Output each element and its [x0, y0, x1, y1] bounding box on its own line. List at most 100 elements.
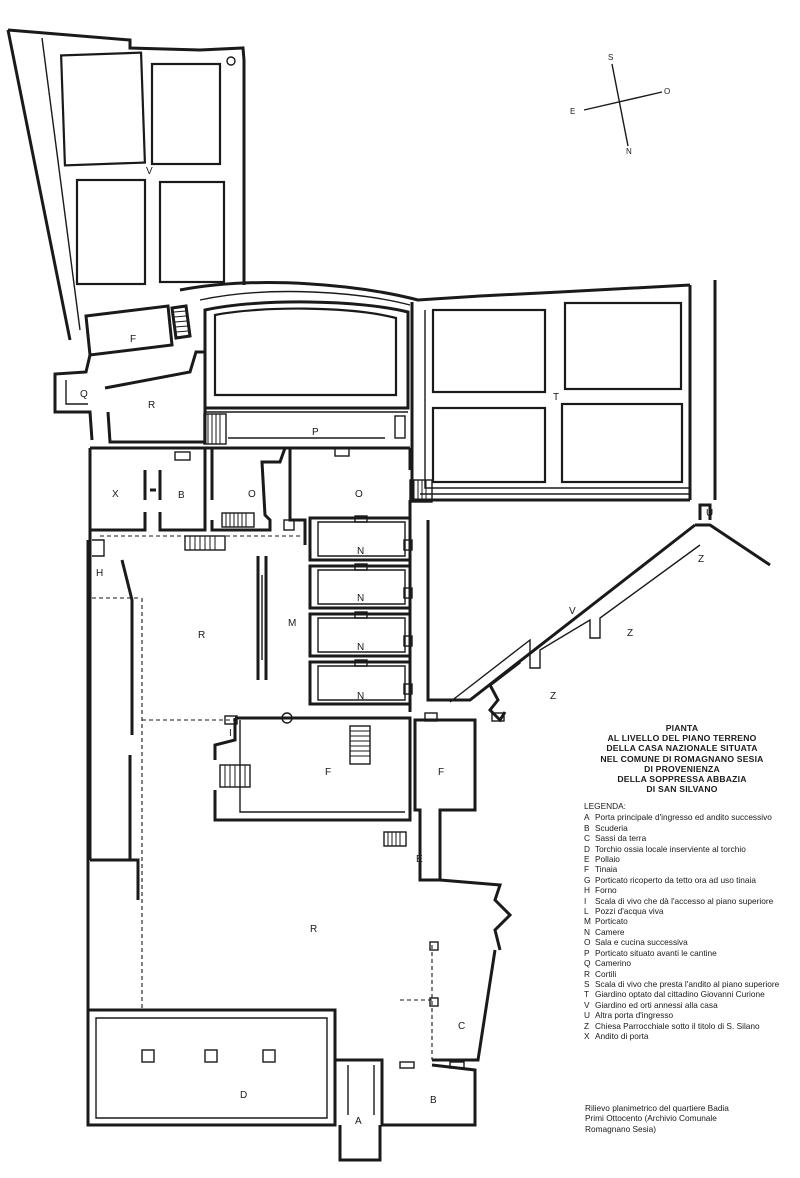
label-b-south: B	[430, 1095, 437, 1106]
south-block-d-a-b-c	[86, 941, 497, 1162]
legend-item: M Porticato	[584, 916, 794, 926]
legend-item: G Porticato ricoperto da tetto ora ad uso…	[584, 875, 794, 885]
compass-rose: S N E O	[570, 53, 670, 156]
legend-text: Altra porta d'ingresso	[595, 1010, 674, 1021]
label-b-mid: B	[178, 490, 185, 501]
legend-letter: U	[584, 1010, 590, 1021]
legend-letter: C	[584, 833, 590, 844]
legend-letter: A	[584, 812, 590, 823]
legend-letter: Q	[584, 958, 591, 969]
legend-text: Porta principale d'ingresso ed andito su…	[595, 812, 772, 823]
legend-text: Scala di vivo che presta l'andito al pia…	[595, 978, 780, 989]
staircase-p-west	[203, 413, 227, 445]
walled-garden-centre	[203, 300, 410, 410]
legend-letter: M	[584, 916, 591, 927]
legend-letter: G	[584, 874, 591, 885]
credit-line: Primi Ottocento (Archivio Comunale	[585, 1113, 717, 1124]
north-wing-f-q-r	[53, 304, 408, 445]
title-line: DI SAN SILVANO	[646, 784, 718, 795]
legend-item: E Pollaio	[584, 854, 794, 864]
legend-letter: I	[584, 895, 587, 906]
legend-text: Forno	[595, 885, 617, 896]
label-d: D	[240, 1090, 247, 1101]
legend-item: I Scala di vivo che dà l'accesso al piano…	[584, 896, 794, 906]
legend-item: R Cortili	[584, 969, 794, 979]
label-r-north: R	[148, 400, 155, 411]
label-n-2: N	[357, 593, 364, 604]
legend-text: Cortili	[595, 968, 617, 979]
staircase-f-upper	[349, 725, 371, 765]
rooms-n	[308, 500, 413, 712]
staircase-east	[409, 479, 433, 503]
label-h: H	[96, 568, 103, 579]
legend-text: Scuderia	[595, 822, 628, 833]
legend-item: X Andito di porta	[584, 1031, 794, 1041]
legend-letter: E	[584, 854, 590, 865]
staircase-r	[184, 535, 226, 551]
staircase-f-lower	[219, 764, 251, 788]
legend-text: Porticato ricoperto da tetto ora ad uso …	[595, 874, 756, 885]
legend-letter: H	[584, 885, 590, 896]
rooms-x-b-o	[88, 446, 433, 551]
legend-text: Scala di vivo che dà l'accesso al piano …	[595, 895, 774, 906]
label-m: M	[288, 618, 296, 629]
legend-text: Porticato	[595, 916, 628, 927]
label-v-east: V	[569, 606, 576, 617]
label-p: P	[312, 427, 319, 438]
legend-text: Chiesa Parrocchiale sotto il titolo di S…	[595, 1020, 760, 1031]
legend-text: Andito di porta	[595, 1030, 649, 1041]
legend-letter: L	[584, 906, 589, 917]
label-n-1: N	[357, 546, 364, 557]
compass-west: O	[664, 87, 670, 96]
legend-item: A Porta principale d'ingresso ed andito s…	[584, 812, 794, 822]
legend-item: L Pozzi d'acqua viva	[584, 906, 794, 916]
legend-letter: D	[584, 843, 590, 854]
legend-letter: N	[584, 926, 590, 937]
legend-letter: S	[584, 978, 590, 989]
label-r-mid: R	[198, 630, 205, 641]
compass-east: E	[570, 107, 575, 116]
label-r-south: R	[310, 924, 317, 935]
legend-text: Pollaio	[595, 854, 620, 865]
church-area-z	[426, 503, 771, 723]
legend-letter: X	[584, 1030, 590, 1041]
label-f-south: F	[325, 767, 331, 778]
staircase-e	[383, 831, 407, 847]
label-n-3: N	[357, 642, 364, 653]
legend-text: Pozzi d'acqua viva	[595, 906, 664, 917]
legend-item: S Scala di vivo che presta l'andito al pi…	[584, 979, 794, 989]
legend-text: Giardino ed orti annessi alla casa	[595, 999, 718, 1010]
legend-letter: T	[584, 989, 590, 1000]
legend-letter: F	[584, 864, 590, 875]
legend-letter: B	[584, 822, 590, 833]
legend-item: B Scuderia	[584, 823, 794, 833]
label-v-north: V	[146, 166, 153, 177]
title-line: AL LIVELLO DEL PIANO TERRENO	[607, 733, 757, 744]
legend-heading: LEGENDA:	[584, 801, 626, 811]
legend-text: Porticato situato avanti le cantine	[595, 947, 717, 958]
title-line: DI PROVENIENZA	[644, 763, 720, 774]
court-r-west	[86, 448, 268, 1010]
rooms-f-south	[213, 712, 513, 951]
legend-text: Sala e cucina successiva	[595, 937, 688, 948]
label-e: E	[416, 854, 423, 865]
label-n-4: N	[357, 691, 364, 702]
legend-letter: Z	[584, 1020, 590, 1031]
label-f-east: F	[438, 767, 444, 778]
garden-t	[410, 301, 690, 502]
legend-letter: R	[584, 968, 590, 979]
title-line: DELLA CASA NAZIONALE SITUATA	[606, 743, 758, 754]
label-z-3: Z	[550, 691, 556, 702]
label-c: C	[458, 1021, 465, 1032]
label-u: U	[706, 508, 713, 519]
credit-line: Rilievo planimetrico del quartiere Badia	[585, 1103, 729, 1113]
legend-letter: V	[584, 999, 590, 1010]
label-x: X	[112, 489, 119, 500]
title-line: NEL COMUNE DI ROMAGNANO SESIA	[600, 753, 764, 764]
